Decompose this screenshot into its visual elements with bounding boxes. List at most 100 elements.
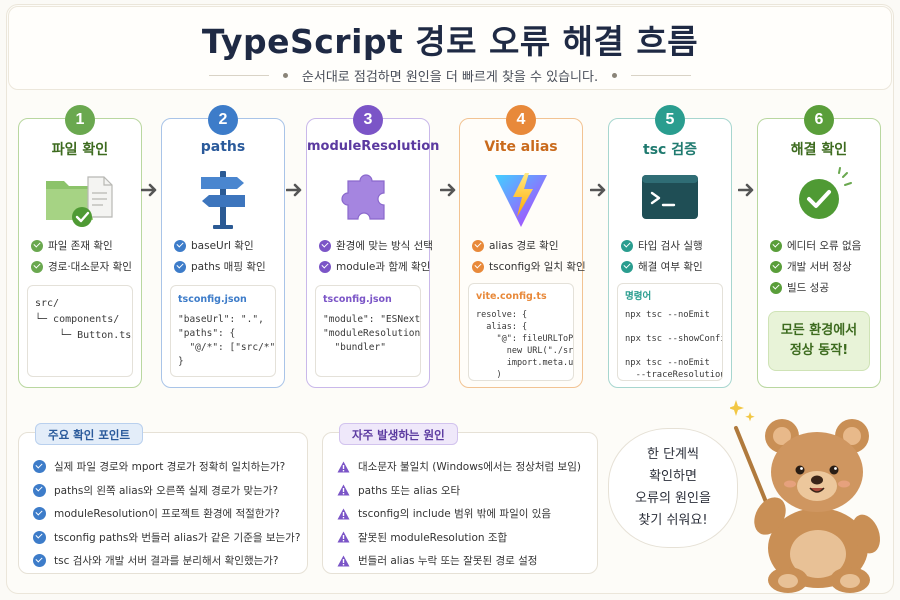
- panel-tag: 자주 발생하는 원인: [339, 423, 458, 445]
- list-item-label: tsconfig paths와 번들러 alias가 같은 기준을 보는가?: [54, 531, 301, 544]
- puzzle-icon: [307, 167, 429, 239]
- success-check-icon: [758, 167, 880, 239]
- check-label: alias 경로 확인: [489, 240, 559, 252]
- list-item: tsconfig paths와 번들러 alias가 같은 기준을 보는가?: [33, 526, 301, 550]
- check-label: 빌드 성공: [787, 282, 829, 294]
- header: TypeScript 경로 오류 해결 흐름 순서대로 점검하면 원인을 더 빠…: [8, 6, 892, 90]
- code-text: resolve: { alias: { "@": fileURLToPath( …: [476, 310, 574, 380]
- list-item: 잘못된 moduleResolution 조합: [337, 526, 589, 550]
- step-number-badge: 2: [208, 105, 238, 135]
- check-item: tsconfig와 일치 확인: [472, 256, 586, 277]
- check-item: alias 경로 확인: [472, 235, 578, 256]
- step-card-module-resolution: 3 moduleResolution 환경에 맞는 방식 선택 module과 …: [306, 105, 440, 388]
- check-item: baseUrl 확인: [174, 235, 280, 256]
- arrow-right-icon: [141, 183, 157, 197]
- list-item: paths의 왼쪽 alias와 오른쪽 실제 경로가 맞는가?: [33, 479, 299, 503]
- bubble-line: 한 단계씩: [647, 447, 699, 462]
- code-label: vite.config.ts: [476, 291, 547, 302]
- step-title: paths: [200, 139, 246, 155]
- list-item: tsc 검사와 개발 서버 결과를 분리해서 확인했는가?: [33, 549, 299, 573]
- arrow-right-icon: [738, 183, 754, 197]
- check-icon: [621, 239, 633, 252]
- step-title: Vite alias: [484, 139, 558, 155]
- subtitle-row: 순서대로 점검하면 원인을 더 빠르게 찾을 수 있습니다.: [9, 65, 891, 85]
- check-label: 경로·대소문자 확인: [48, 261, 132, 273]
- check-item: 환경에 맞는 방식 선택: [319, 235, 433, 256]
- check-icon: [319, 239, 331, 252]
- check-item: 경로·대소문자 확인: [31, 256, 137, 277]
- step-title: moduleResolution: [307, 139, 440, 154]
- teddy-bear-mascot-icon: [730, 400, 881, 593]
- code-snippet: vite.config.ts resolve: { alias: { "@": f…: [468, 283, 574, 381]
- check-label: baseUrl 확인: [191, 240, 254, 252]
- key-points-list: 실제 파일 경로와 mport 경로가 정확히 일치하는가? paths의 왼쪽…: [33, 455, 301, 573]
- check-icon: [770, 281, 782, 294]
- check-icon: [174, 260, 186, 273]
- check-icon: [33, 460, 46, 474]
- check-item: 타입 검사 실행: [621, 235, 727, 256]
- check-item: 해결 여부 확인: [621, 256, 727, 277]
- check-icon: [33, 554, 46, 568]
- bubble-line: 오류의 원인을: [635, 491, 711, 506]
- check-icon: [174, 239, 186, 252]
- check-icon: [472, 260, 484, 273]
- list-item-label: 번들러 alias 누락 또는 잘못된 경로 설정: [358, 555, 538, 568]
- code-text: npx tsc --noEmit npx tsc --showConfig np…: [625, 310, 723, 380]
- list-item: tsconfig의 include 범위 밖에 파일이 있음: [337, 502, 589, 526]
- code-label: 명령어: [625, 291, 652, 302]
- panel-tag: 주요 확인 포인트: [35, 423, 144, 445]
- bullet-dot: [282, 72, 288, 78]
- step-number-badge: 4: [506, 105, 536, 135]
- terminal-icon: [609, 167, 731, 239]
- warning-icon: [337, 461, 350, 473]
- check-item: paths 매핑 확인: [174, 256, 280, 277]
- arrow-right-icon: [286, 183, 302, 197]
- list-item: moduleResolution이 프로젝트 환경에 적절한가?: [33, 502, 299, 526]
- code-text: "module": "ESNext", "moduleResolution": …: [323, 314, 421, 353]
- speech-bubble: 한 단계씩 확인하면 오류의 원인을 찾기 쉬워요!: [608, 428, 738, 548]
- check-label: 타입 검사 실행: [638, 240, 703, 252]
- common-causes-panel: 자주 발생하는 원인 대소문자 불일치 (Windows에서는 정상처럼 보임)…: [322, 423, 598, 574]
- list-item-label: 잘못된 moduleResolution 조합: [358, 531, 508, 544]
- page-subtitle: 순서대로 점검하면 원인을 더 빠르게 찾을 수 있습니다.: [301, 69, 599, 85]
- check-icon: [319, 260, 331, 273]
- step-number-badge: 5: [655, 105, 685, 135]
- check-list: 파일 존재 확인 경로·대소문자 확인: [31, 235, 137, 277]
- common-causes-list: 대소문자 불일치 (Windows에서는 정상처럼 보임) paths 또는 a…: [337, 455, 589, 573]
- list-item-label: 대소문자 불일치 (Windows에서는 정상처럼 보임): [358, 461, 581, 474]
- code-snippet: tsconfig.json"baseUrl": ".", "paths": { …: [170, 285, 276, 377]
- check-label: 개발 서버 정상: [787, 261, 852, 273]
- step-number-badge: 3: [353, 105, 383, 135]
- list-item: 대소문자 불일치 (Windows에서는 정상처럼 보임): [337, 455, 589, 479]
- check-label: module과 함께 확인: [336, 261, 431, 273]
- check-list: 에디터 오류 없음 개발 서버 정상 빌드 성공: [770, 235, 876, 298]
- check-label: 해결 여부 확인: [638, 261, 703, 273]
- check-icon: [770, 260, 782, 273]
- list-item-label: moduleResolution이 프로젝트 환경에 적절한가?: [54, 508, 280, 521]
- check-icon: [33, 483, 46, 497]
- signpost-icon: [162, 167, 284, 239]
- check-icon: [33, 530, 46, 544]
- step-card-file-check: 1 파일 확인 파일 존재 확인 경로·대소문자 확인 src/ └─ comp…: [18, 105, 142, 388]
- step-card-paths: 2 paths baseUrl 확인 paths 매핑 확인 tsconfig.…: [161, 105, 285, 388]
- check-label: 환경에 맞는 방식 선택: [336, 240, 433, 252]
- key-points-panel: 주요 확인 포인트 실제 파일 경로와 mport 경로가 정확히 일치하는가?…: [18, 423, 308, 574]
- check-icon: [621, 260, 633, 273]
- list-item-label: tsc 검사와 개발 서버 결과를 분리해서 확인했는가?: [54, 555, 279, 568]
- step-card-vite-alias: 4 Vite alias alias 경로 확인 tsconfig와 일치 확인…: [459, 105, 586, 388]
- list-item: paths 또는 alias 오타: [337, 479, 589, 503]
- step-number-badge: 6: [804, 105, 834, 135]
- check-item: 개발 서버 정상: [770, 256, 876, 277]
- warning-icon: [337, 555, 350, 567]
- code-text: "baseUrl": ".", "paths": { "@/*": ["src/…: [178, 314, 276, 367]
- divider: [631, 74, 692, 76]
- list-item-label: tsconfig의 include 범위 밖에 파일이 있음: [358, 508, 552, 521]
- bubble-line: 찾기 쉬워요!: [638, 513, 708, 528]
- check-list: baseUrl 확인 paths 매핑 확인: [174, 235, 280, 277]
- check-icon: [31, 260, 43, 273]
- check-item: 파일 존재 확인: [31, 235, 137, 256]
- folder-tree: src/ └─ components/ └─ Button.tsx: [27, 285, 133, 377]
- list-item-label: paths 또는 alias 오타: [358, 484, 461, 497]
- divider: [208, 74, 269, 76]
